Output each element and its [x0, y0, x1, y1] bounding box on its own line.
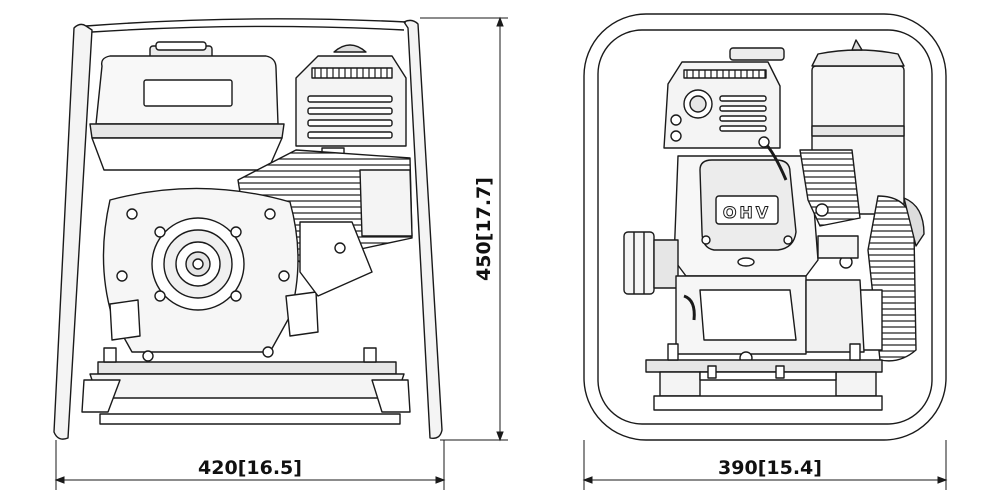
shroud-vents: [307, 95, 393, 139]
pump-housing: [102, 187, 373, 362]
front-view: [53, 18, 443, 440]
front-base: [81, 347, 411, 425]
side-view: OHV: [583, 13, 947, 441]
front-dimensions: [54, 16, 508, 490]
side-width-dimension: 390[15.4]: [718, 457, 822, 479]
front-width-dimension: 420[16.5]: [198, 457, 302, 479]
side-dimensions: [582, 440, 948, 490]
side-pump-casing: [675, 275, 865, 365]
fuel-tank: [89, 41, 285, 171]
carburetor: [799, 149, 861, 269]
suction-port: [623, 231, 679, 295]
ohv-badge: OHV: [723, 203, 771, 222]
front-frame: [53, 18, 443, 440]
engine-block: [673, 136, 819, 277]
side-base: [645, 343, 883, 411]
flange-bolts: [116, 208, 290, 362]
front-height-dimension: 450[17.7]: [473, 177, 495, 281]
recoil-starter: [663, 47, 785, 149]
